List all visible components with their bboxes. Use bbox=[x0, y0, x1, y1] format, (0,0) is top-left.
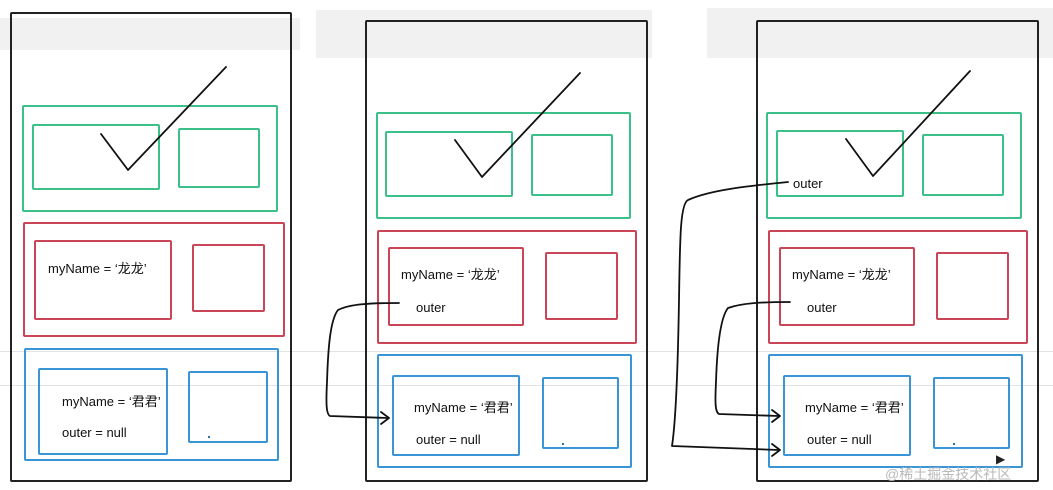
panel-3-red-box-right bbox=[936, 252, 1009, 320]
panel-3-blue-var-outer: outer = null bbox=[807, 432, 872, 447]
panel-1-blue-box-left bbox=[38, 368, 168, 455]
panel-3-green-var-outer: outer bbox=[793, 176, 823, 191]
panel-3-red-var-myname: myName = ‘龙龙’ bbox=[792, 267, 891, 282]
panel-1-red-box-left bbox=[34, 240, 172, 320]
panel-1-green-box-left bbox=[32, 124, 160, 190]
panel-2-blue-box-right bbox=[542, 377, 619, 449]
panel-2-red-box-right bbox=[545, 252, 618, 320]
panel-1-top-strip bbox=[0, 18, 300, 50]
panel-3-blue-var-myname: myName = ‘君君’ bbox=[805, 400, 904, 415]
panel-1-blue-box-right bbox=[188, 371, 268, 443]
panel-3-red-var-outer: outer bbox=[807, 300, 837, 315]
panel-2-green-box-right bbox=[531, 134, 613, 196]
panel-2-red-var-myname: myName = ‘龙龙’ bbox=[401, 267, 500, 282]
panel-1-red-var-myname: myName = ‘龙龙’ bbox=[48, 261, 147, 276]
panel-1-green-box-right bbox=[178, 128, 260, 188]
panel-3-green-box-right bbox=[922, 134, 1004, 196]
divider-line bbox=[0, 385, 1053, 386]
panel-1-blue-var-myname: myName = ‘君君’ bbox=[62, 394, 161, 409]
panel-1-blue-var-outer: outer = null bbox=[62, 425, 127, 440]
panel-3-red-box-left bbox=[779, 247, 915, 326]
panel-2-red-frame bbox=[377, 230, 637, 344]
panel-2-red-box-left bbox=[388, 247, 524, 326]
panel-2-green-box-left bbox=[385, 131, 513, 197]
panel-2-top-strip bbox=[316, 10, 652, 58]
panel-1-red-box-right bbox=[192, 244, 265, 312]
divider-line bbox=[0, 351, 1053, 352]
dot-mark bbox=[953, 443, 955, 445]
panel-1-red-frame bbox=[23, 222, 285, 337]
panel-2-blue-var-outer: outer = null bbox=[416, 432, 481, 447]
panel-1-phone-frame bbox=[10, 12, 292, 482]
panel-3-blue-box-right bbox=[933, 377, 1010, 449]
panel-2-red-var-outer: outer bbox=[416, 300, 446, 315]
watermark: @稀土掘金技术社区 bbox=[885, 466, 1012, 482]
panel-3-top-strip bbox=[707, 8, 1053, 58]
panel-2-blue-var-myname: myName = ‘君君’ bbox=[414, 400, 513, 415]
dot-mark bbox=[208, 436, 210, 438]
dot-mark bbox=[562, 443, 564, 445]
panel-2-phone-frame bbox=[365, 20, 648, 482]
cursor-arrow-icon: ▶︎ bbox=[996, 452, 1006, 466]
panel-1-blue-frame bbox=[24, 348, 279, 461]
